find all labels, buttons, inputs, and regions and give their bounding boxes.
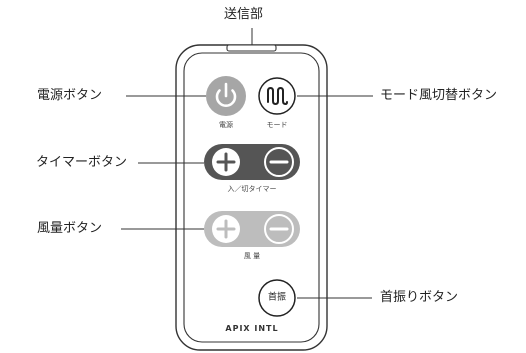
timer-plus-button[interactable] [212,148,240,176]
mode-button-callout: モード風切替ボタン [380,88,498,103]
wind-rocker [204,211,300,247]
timer-label: 入／切タイマー [227,185,277,193]
swing-button[interactable] [258,279,296,317]
wind-minus-button[interactable] [264,214,294,244]
swing-button-text: 首振 [267,292,287,303]
timer-minus-button[interactable] [264,147,294,177]
plus-icon [216,219,236,239]
plus-icon [216,152,236,172]
power-button[interactable] [206,76,246,116]
swing-button-callout: 首振りボタン [380,290,459,305]
transmitter-callout: 送信部 [224,7,264,22]
power-button-callout: 電源ボタン [37,88,103,103]
wind-button-callout: 風量ボタン [37,221,103,236]
wind-label: 風 量 [243,252,261,260]
brand-logo: APIX INTL [225,324,279,333]
wave-mode-icon [267,87,288,105]
timer-rocker [204,144,300,180]
mode-label: モード [266,121,288,129]
power-label: 電源 [219,121,233,129]
transmitter-window [226,44,277,52]
wind-plus-button[interactable] [212,215,240,243]
timer-button-callout: タイマーボタン [36,155,128,170]
mode-button[interactable] [258,77,296,115]
power-icon [215,82,237,107]
remote-body-inner [183,52,320,343]
remote-body-outer [175,44,328,351]
